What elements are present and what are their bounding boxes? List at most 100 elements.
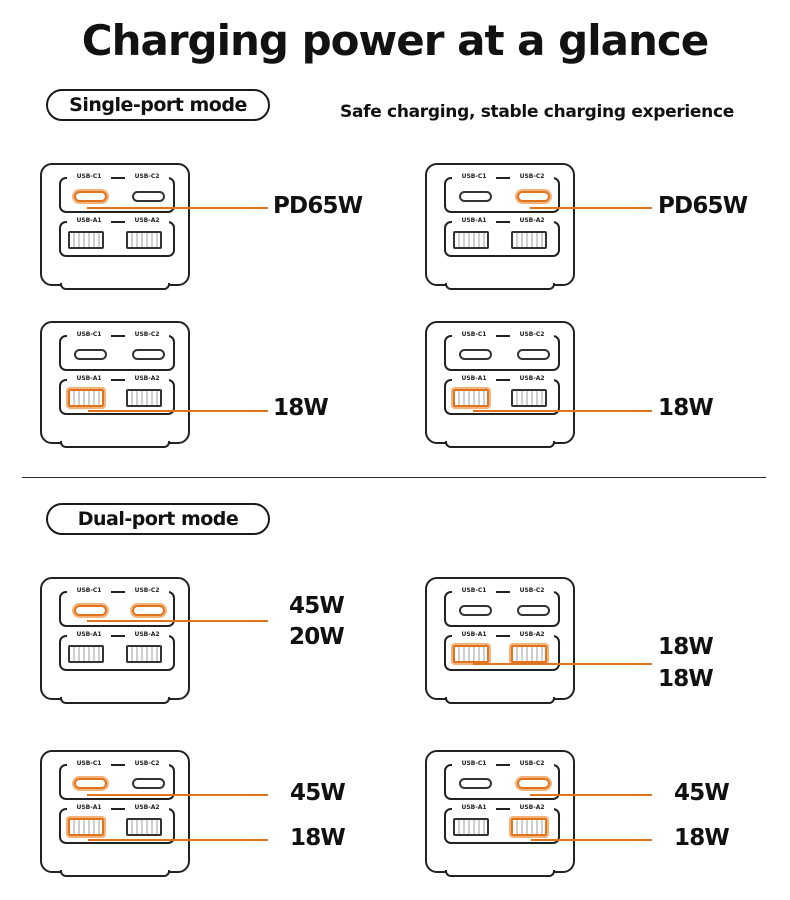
usb-a-port-icon [453,818,489,836]
port-group-usb-a: USB-A1 USB-A2 [444,216,560,257]
port-label: USB-A1 [67,803,111,813]
port-label: USB-C1 [67,586,111,596]
wattage-label: 45W [289,593,345,619]
wattage-label: 45W [674,780,730,806]
usb-a-port-icon [511,231,547,249]
section-divider [22,477,766,478]
port-label: USB-A2 [125,374,169,384]
port-label: USB-A2 [125,216,169,226]
usb-a-port-icon [126,818,162,836]
port-label: USB-C2 [125,172,169,182]
port-label: USB-A2 [510,803,554,813]
port-label: USB-A2 [510,216,554,226]
single-port-mode-label: Single-port mode [46,89,270,121]
leader-line [87,794,268,796]
usb-c-port-icon [517,605,550,616]
dual-port-mode-label: Dual-port mode [46,503,270,535]
port-label: USB-A1 [67,630,111,640]
leader-line [88,410,268,412]
port-group-usb-c: USB-C1 USB-C2 [59,759,175,800]
port-label: USB-A2 [510,630,554,640]
subtitle: Safe charging, stable charging experienc… [340,102,734,122]
port-label: USB-A2 [510,374,554,384]
usb-a-port-icon [68,389,104,407]
port-label: USB-A2 [125,803,169,813]
port-label: USB-C1 [452,172,496,182]
leader-line [531,839,652,841]
leader-line [473,410,652,412]
port-group-usb-c: USB-C1 USB-C2 [444,330,560,371]
port-group-usb-a: USB-A1 USB-A2 [59,216,175,257]
wattage-label: 18W [658,634,714,660]
leader-line [530,794,652,796]
port-label: USB-A1 [67,374,111,384]
wattage-label: 20W [289,624,345,650]
port-label: USB-C1 [452,330,496,340]
port-label: USB-A1 [452,630,496,640]
usb-c-port-icon [74,605,107,616]
usb-c-port-icon [459,349,492,360]
usb-a-port-icon [511,818,547,836]
usb-a-port-icon [453,389,489,407]
usb-a-port-icon [511,389,547,407]
port-label: USB-A1 [452,374,496,384]
usb-a-port-icon [126,231,162,249]
wattage-label: 18W [674,825,730,851]
port-label: USB-C2 [125,759,169,769]
usb-c-port-icon [459,778,492,789]
port-label: USB-C1 [67,330,111,340]
port-label: USB-C2 [510,759,554,769]
port-group-usb-a: USB-A1 USB-A2 [444,803,560,844]
port-label: USB-C1 [452,586,496,596]
port-label: USB-A1 [452,216,496,226]
wattage-label: PD65W [658,193,748,219]
usb-a-port-icon [511,645,547,663]
port-label: USB-A1 [67,216,111,226]
usb-c-port-icon [132,191,165,202]
usb-c-port-icon [74,191,107,202]
wattage-label: 18W [290,825,346,851]
port-label: USB-C1 [67,759,111,769]
leader-line [88,839,268,841]
port-group-usb-c: USB-C1 USB-C2 [444,586,560,627]
usb-c-port-icon [517,191,550,202]
usb-a-port-icon [126,389,162,407]
wattage-label: PD65W [273,193,363,219]
port-group-usb-a: USB-A1 USB-A2 [59,803,175,844]
port-label: USB-C2 [510,330,554,340]
usb-a-port-icon [68,231,104,249]
usb-c-port-icon [517,778,550,789]
port-label: USB-A1 [452,803,496,813]
usb-c-port-icon [74,349,107,360]
port-label: USB-C2 [510,586,554,596]
wattage-label: 18W [658,395,714,421]
usb-c-port-icon [132,349,165,360]
usb-c-port-icon [132,778,165,789]
usb-a-port-icon [453,231,489,249]
leader-line [87,207,268,209]
leader-line [87,620,268,622]
port-group-usb-a: USB-A1 USB-A2 [59,374,175,415]
usb-c-port-icon [459,191,492,202]
wattage-label: 45W [290,780,346,806]
wattage-label: 18W [658,666,714,692]
page-title: Charging power at a glance [81,16,709,65]
leader-line [530,207,652,209]
leader-line [473,663,652,665]
port-group-usb-a: USB-A1 USB-A2 [444,374,560,415]
usb-c-port-icon [459,605,492,616]
usb-c-port-icon [517,349,550,360]
usb-a-port-icon [453,645,489,663]
port-label: USB-C1 [67,172,111,182]
